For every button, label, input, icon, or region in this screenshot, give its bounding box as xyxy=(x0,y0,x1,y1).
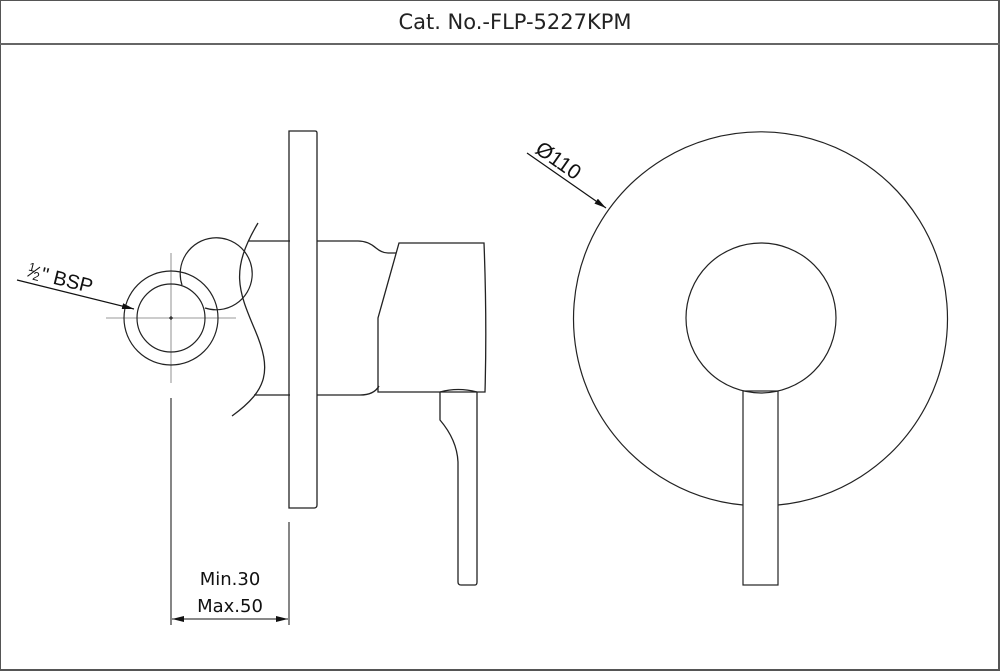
body-bottom xyxy=(317,385,380,396)
bsp-leader: 1 2 " BSP xyxy=(16,260,135,310)
min-depth-label: Min.30 xyxy=(200,569,261,590)
side-view xyxy=(231,130,487,586)
lever-joint xyxy=(439,388,478,393)
inlet-outer-ring xyxy=(123,270,219,366)
handle-head xyxy=(377,242,487,393)
depth-dimension: Min.30 Max.50 xyxy=(170,398,290,625)
body-top xyxy=(317,240,396,254)
title-bar: Cat. No.-FLP-5227KPM xyxy=(0,0,1000,45)
inlet-end-view xyxy=(106,237,253,383)
lever-handle xyxy=(439,392,478,586)
wall-plate xyxy=(288,130,318,509)
front-view xyxy=(572,131,949,586)
fraction-denominator: 2 xyxy=(31,269,41,284)
max-depth-label: Max.50 xyxy=(197,596,263,617)
fraction-numerator: 1 xyxy=(27,260,37,275)
catalog-number: Cat. No.-FLP-5227KPM xyxy=(398,9,632,34)
diameter-label: Ø110 xyxy=(531,137,585,184)
thread-arc xyxy=(179,237,253,311)
body-circle xyxy=(685,242,837,394)
break-line xyxy=(231,222,266,417)
inlet-inner-circle xyxy=(136,283,206,353)
diameter-leader: Ø110 xyxy=(526,137,607,209)
front-lever xyxy=(742,390,779,586)
cover-plate-circle xyxy=(572,131,949,506)
